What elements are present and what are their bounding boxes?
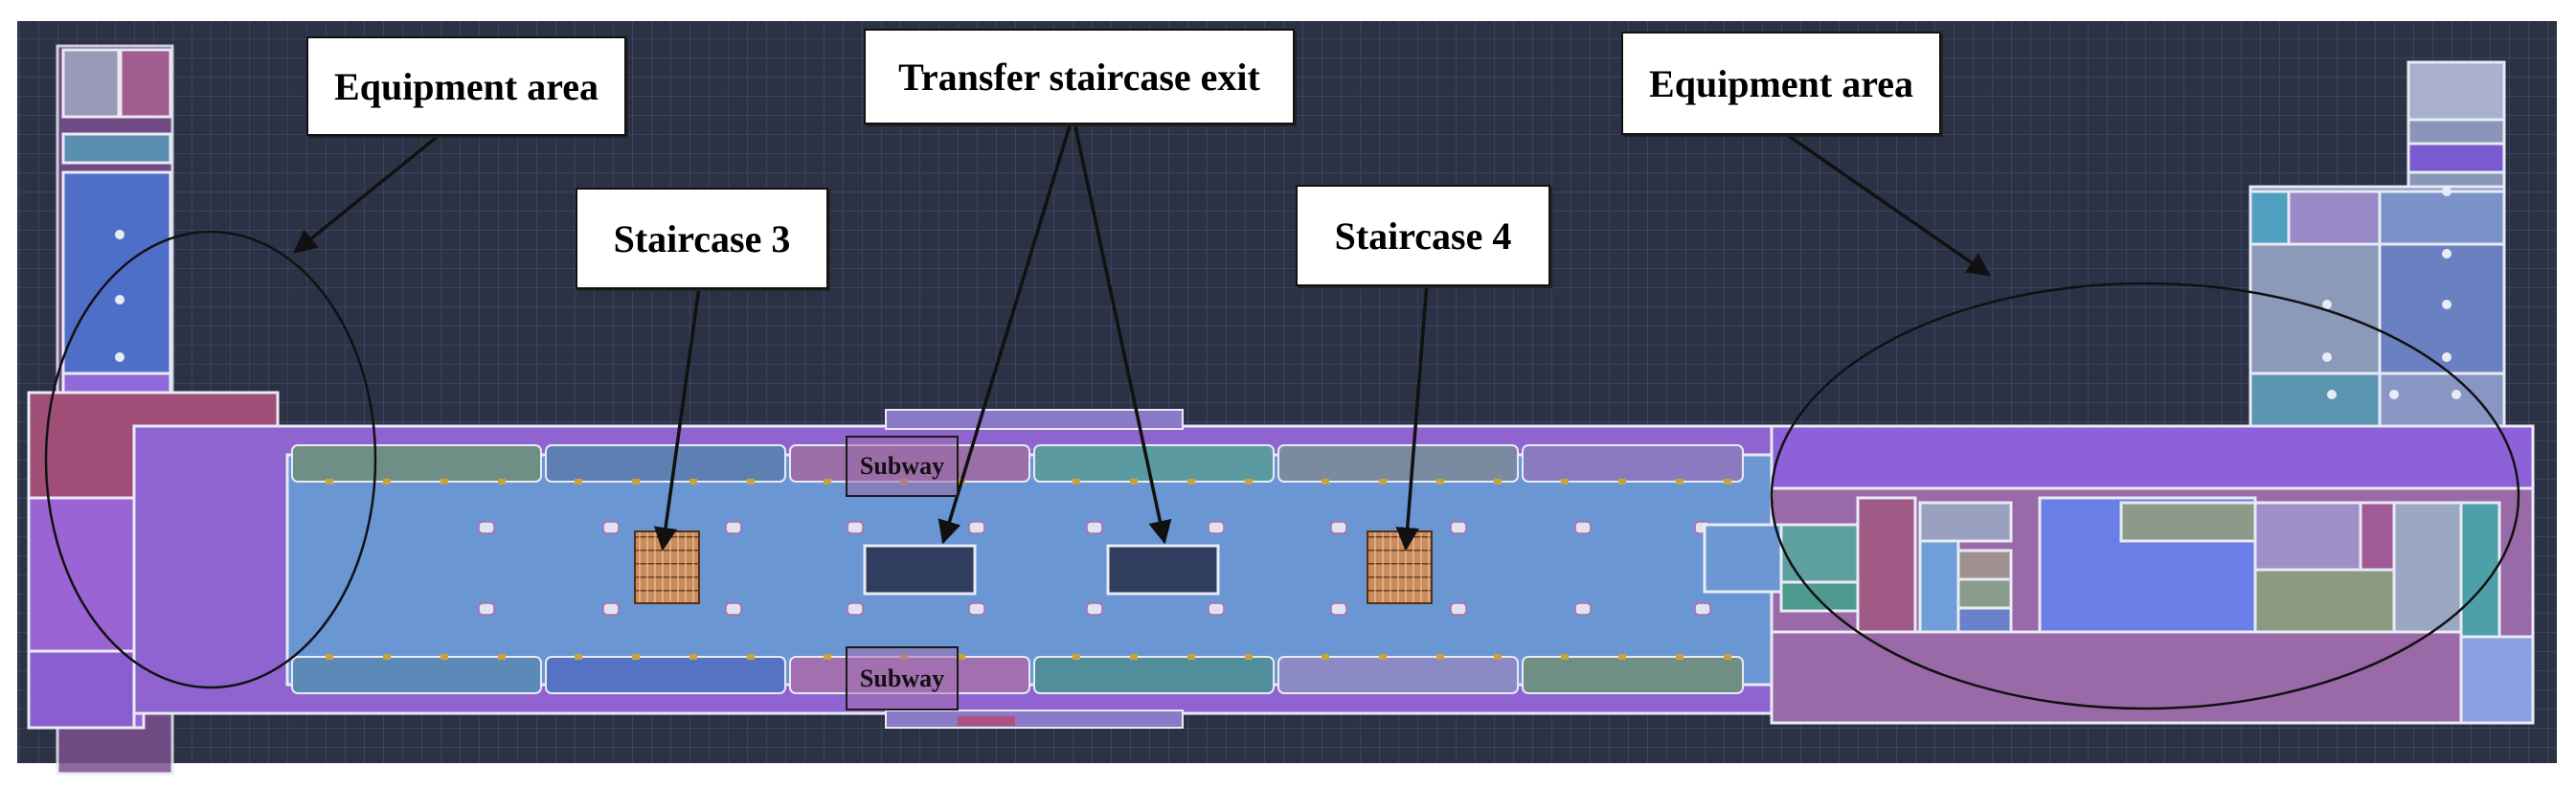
arrow-transfer-right xyxy=(1073,122,1172,545)
arrow-transfer-left xyxy=(938,122,1073,545)
subway-label-bottom: Subway xyxy=(846,646,959,710)
arrow-equipment-right xyxy=(1785,132,1992,277)
right-equipment-wing xyxy=(1703,60,2535,725)
transfer-stair-opening-left xyxy=(863,544,977,596)
annotation-arrows xyxy=(293,122,1992,552)
transfer-stair-opening-right xyxy=(1106,544,1220,596)
main-hall xyxy=(132,409,1841,729)
callout-staircase-3: Staircase 3 xyxy=(576,188,828,289)
equipment-area-left-ellipse xyxy=(44,230,377,689)
callout-staircase-4: Staircase 4 xyxy=(1296,185,1550,286)
left-wing-markers xyxy=(115,230,124,362)
subway-label-top: Subway xyxy=(846,436,959,497)
staircase-3-shape xyxy=(634,530,700,604)
arrow-staircase-3 xyxy=(653,286,701,552)
arrow-staircase-4 xyxy=(1395,282,1429,552)
arrow-equipment-left xyxy=(293,132,442,254)
callout-equipment-area-right: Equipment area xyxy=(1621,32,1941,135)
equipment-area-right-ellipse xyxy=(1770,282,2520,710)
right-wing-markers xyxy=(2322,187,2461,399)
callout-transfer-staircase-exit: Transfer staircase exit xyxy=(864,29,1295,124)
callout-equipment-area-left: Equipment area xyxy=(306,36,626,136)
staircase-4-shape xyxy=(1367,530,1433,604)
